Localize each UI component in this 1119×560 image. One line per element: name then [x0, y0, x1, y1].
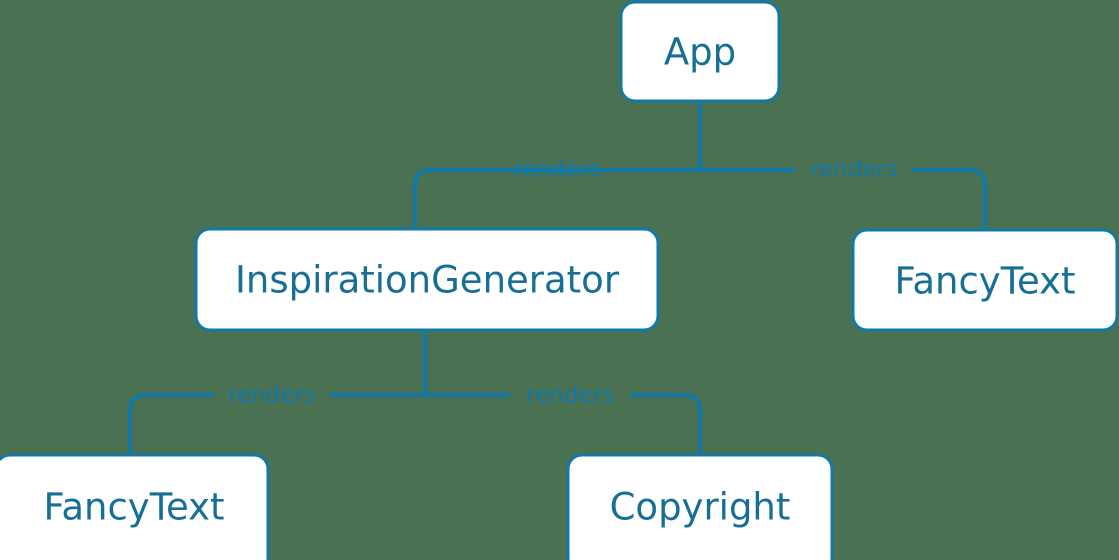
node-label-app: App: [664, 31, 736, 74]
edge-label-app-inspirationgenerator: renders: [513, 157, 601, 183]
node-fancytext-right[interactable]: FancyText: [851, 228, 1119, 332]
node-box-fancytext-right[interactable]: [851, 228, 1119, 332]
node-label-copyright: Copyright: [610, 486, 791, 529]
node-fancytext-left[interactable]: FancyText: [0, 453, 270, 560]
node-label-fancytext-left: FancyText: [43, 486, 224, 529]
edge-inspgen-fancytext-seg-left: [128, 393, 214, 455]
node-inspirationgenerator[interactable]: InspirationGenerator: [194, 227, 660, 332]
node-label-fancytext-right: FancyText: [894, 260, 1075, 303]
node-box-inspirationgenerator[interactable]: [194, 227, 660, 332]
node-app[interactable]: App: [619, 0, 781, 103]
node-box-copyright[interactable]: [566, 453, 834, 560]
edges-group: [128, 101, 987, 455]
node-copyright[interactable]: Copyright: [566, 453, 834, 560]
edge-label-inspirationgenerator-fancytext: renders: [228, 383, 316, 409]
node-box-app[interactable]: [619, 0, 781, 103]
node-label-inspirationgenerator: InspirationGenerator: [235, 259, 620, 302]
edge-label-inspirationgenerator-copyright: renders: [526, 383, 614, 409]
edge-labels-group: renders renders renders renders: [228, 157, 898, 409]
edge-app-fancytext-seg-right: [913, 168, 987, 230]
edge-app-inspgen-seg-left: [413, 168, 498, 229]
node-box-fancytext-left[interactable]: [0, 453, 270, 560]
edge-inspgen-copyright-seg-right: [630, 393, 702, 455]
edge-label-app-fancytext: renders: [810, 157, 898, 183]
